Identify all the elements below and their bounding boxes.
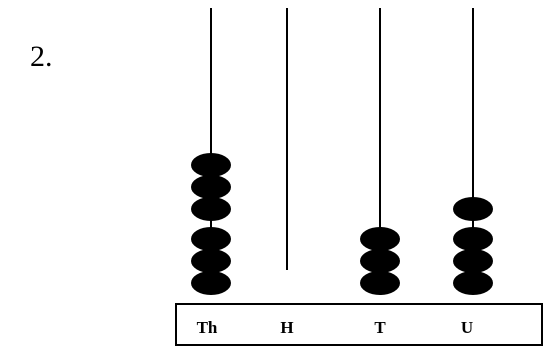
label-th: Th	[197, 318, 218, 337]
bead-t	[360, 271, 400, 295]
bead-th	[191, 271, 231, 295]
label-h: H	[280, 318, 293, 337]
label-t: T	[374, 318, 386, 337]
abacus-rods	[191, 8, 493, 295]
place-value-label-box	[175, 303, 543, 346]
bead-u	[453, 197, 493, 221]
bead-th	[191, 249, 231, 273]
question-number: 2.	[30, 40, 53, 73]
place-value-labels: Th H T U	[197, 318, 474, 337]
bead-th	[191, 175, 231, 199]
bead-u	[453, 249, 493, 273]
bead-u	[453, 271, 493, 295]
bead-u	[453, 227, 493, 251]
label-u: U	[461, 318, 473, 337]
bead-t	[360, 249, 400, 273]
bead-th	[191, 153, 231, 177]
bead-th	[191, 197, 231, 221]
bead-t	[360, 227, 400, 251]
bead-th	[191, 227, 231, 251]
